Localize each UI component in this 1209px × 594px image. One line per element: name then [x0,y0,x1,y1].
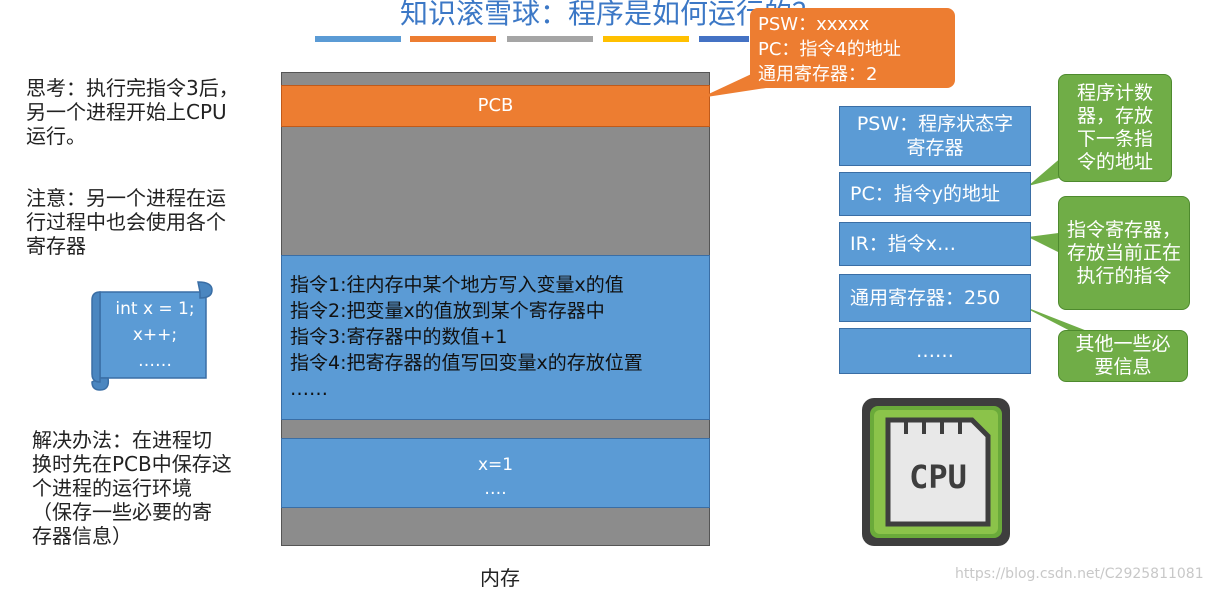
think-text: 思考：执行完指令3后， 另一个进程开始上CPU 运行。 [26,76,239,148]
title-underline-darkblue [699,36,749,42]
code-scroll-icon [91,281,213,391]
code-line: …… [138,351,172,371]
title-underline-gray [507,36,593,42]
title-underline-orange [410,36,496,42]
pcb-bubble-line: PC：指令4的地址 [758,39,901,60]
instruction-block: 指令1:往内存中某个地方写入变量x的值 指令2:把变量x的值放到某个寄存器中 指… [281,255,710,420]
watermark: https://blog.csdn.net/C2925811081 [955,566,1204,582]
code-block: int x = 1; x++; …… [100,296,210,374]
ir-callout-pointer [1028,232,1066,256]
pc-callout: 程序计数器，存放下一条指令的地址 [1058,74,1172,182]
register-more: …… [839,328,1031,374]
code-line: x++; [132,325,178,345]
instruction-line: 指令3:寄存器中的数值+1 [290,326,508,348]
data-line: x=1 [477,455,514,475]
cpu-label: CPU [909,458,967,496]
code-line: int x = 1; [115,299,195,319]
instruction-line: 指令2:把变量x的值放到某个寄存器中 [290,300,605,322]
note-text: 注意：另一个进程在运 行过程中也会使用各个 寄存器 [26,186,226,258]
register-psw: PSW：程序状态字寄存器 [839,106,1031,166]
memory-label: 内存 [480,566,520,590]
other-callout-pointer [1018,304,1100,336]
solution-text: 解决办法：在进程切 换时先在PCB中保存这 个进程的运行环境 （保存一些必要的寄… [32,428,232,548]
register-ir: IR：指令x… [839,222,1031,266]
instruction-line: 指令4:把寄存器的值写回变量x的存放位置 [290,352,643,374]
pcb-block: PCB [281,85,710,127]
register-general: 通用寄存器：250 [839,274,1031,322]
instruction-line: 指令1:往内存中某个地方写入变量x的值 [290,274,624,296]
pcb-bubble-line: 通用寄存器：2 [758,64,878,85]
cpu-chip-icon: CPU [862,398,1010,546]
data-line: …. [484,479,507,499]
instruction-line: …… [290,378,328,400]
pcb-saved-bubble: PSW：xxxxx PC：指令4的地址 通用寄存器：2 [750,8,955,88]
page-title: 知识滚雪球：程序是如何运行的？ [399,0,820,30]
data-block: x=1 …. [281,438,710,508]
ir-callout: 指令寄存器，存放当前正在执行的指令 [1058,196,1190,310]
other-callout: 其他一些必要信息 [1058,330,1188,382]
pcb-bubble-line: PSW：xxxxx [758,14,870,35]
title-underline-yellow [603,36,689,42]
register-pc: PC：指令y的地址 [839,172,1031,216]
title-underline-blue [315,36,401,42]
